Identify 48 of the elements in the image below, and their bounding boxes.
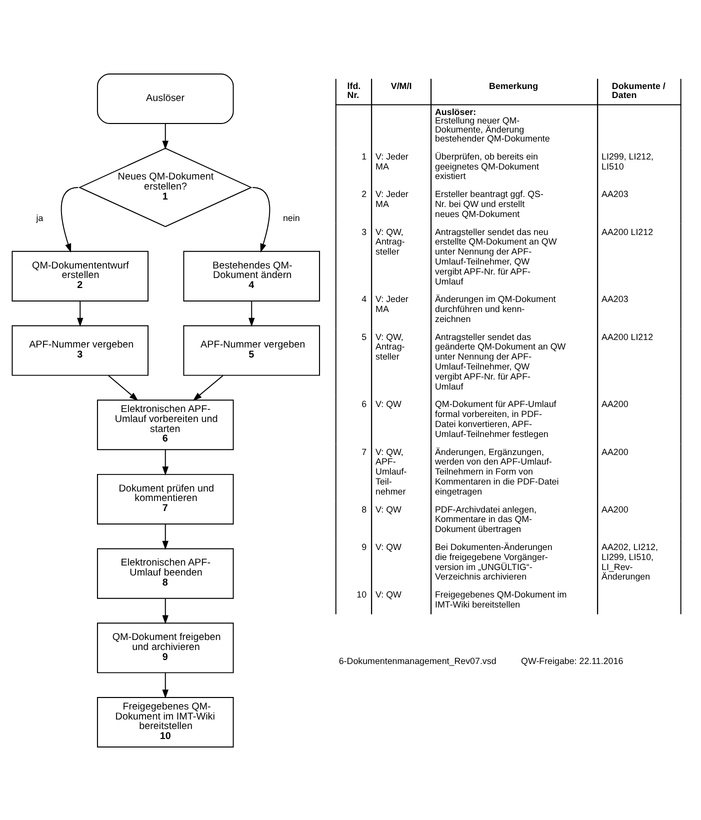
label: 7: [362, 446, 367, 456]
label: Änderungen, Ergänzungen, werden von den APF-Umlauf-Teilnehmern in Form von Kommentaren in die PDF-Datei eingetragen: [435, 446, 559, 496]
label: Erstellung neuer QM-Dokumente, Änderung bestehender QM-Dokumente: [435, 115, 550, 144]
label: 10: [356, 589, 367, 600]
label: AA203: [602, 188, 628, 199]
label: AA200 LI212: [602, 226, 654, 236]
label: V: Jeder MA: [376, 188, 408, 208]
label: AA202, LI212, LI299, LI510, LI_Rev-Änderungen: [602, 541, 658, 582]
label: 6: [362, 398, 367, 409]
label: AA200 LI212: [602, 331, 654, 342]
label: 1: [362, 150, 367, 161]
edge-label: nein: [282, 212, 300, 222]
label: 8: [362, 504, 367, 514]
label: V: QW: [376, 589, 402, 600]
edge-label: ja: [36, 212, 44, 223]
label: Überprüfen, ob bereits ein geeignetes QM-Dokument existiert: [435, 150, 539, 181]
label: V/M/I: [390, 80, 412, 91]
label: Bei Dokumenten-Änderungen die freigegebene Vorgänger-version im „UNGÜLTIG“-Verzeichnis archivieren: [435, 541, 552, 582]
label: 2: [362, 188, 367, 199]
label: Bemerkung: [489, 80, 538, 91]
label: Auslöser:: [435, 106, 476, 116]
label: Dokumente / Daten: [612, 80, 666, 100]
label: AA200: [602, 398, 628, 409]
label: AA203: [602, 294, 628, 304]
label: 4: [362, 294, 367, 304]
label: 9: [362, 541, 367, 552]
label: V: QW, Antrag-steller: [376, 331, 405, 362]
label: lfd. Nr.: [347, 80, 361, 100]
label: 3: [362, 226, 367, 236]
label: Antragsteller sendet das geänderte QM-Dokument an QW unter Nennung der APF-Umlauf-Teilnehmer, QW vergibt APF-Nr. für APF-Umlauf: [435, 331, 566, 391]
label: AA200: [602, 504, 628, 514]
label: Änderungen im QM-Dokument durchführen und kenn-zeichnen: [435, 294, 556, 324]
label: V: QW, APF-Umlauf-Teil-nehmer: [376, 446, 407, 496]
label: QM-Dokument für APF-Umlauf formal vorbereiten, in PDF-Datei konvertieren, APF-Umlauf-Teilnehmer festlegen: [435, 398, 556, 438]
label: V: QW: [376, 541, 402, 552]
label: LI299, LI212, LI510: [602, 150, 654, 171]
label: 5: [362, 331, 367, 342]
label: V: Jeder MA: [376, 294, 408, 314]
label: AA200: [602, 446, 628, 456]
label: 6-Dokumentenmanagement_Rev07.vsd QW-Freigabe: 22.11.2016: [338, 655, 624, 666]
label: Antragsteller sendet das neu erstellte QM-Dokument an QW unter Nennung der APF-Umlauf-Teilnehmer, QW vergibt APF-Nr. für APF-Umlauf: [435, 226, 557, 286]
label: PDF-Archivdatei anlegen, Kommentare in das QM-Dokument übertragen: [435, 504, 536, 534]
label: V: QW, Antrag-steller: [376, 226, 405, 256]
label: Ersteller beantragt ggf. QS-Nr. bei QW und erstellt neues QM-Dokument: [435, 188, 544, 218]
label: Freigegebenes QM-Dokument im IMT-Wiki bereitstellen: [435, 589, 567, 609]
label: V: QW: [376, 398, 402, 409]
label: V: Jeder MA: [376, 150, 408, 171]
label: V: QW: [376, 504, 402, 514]
